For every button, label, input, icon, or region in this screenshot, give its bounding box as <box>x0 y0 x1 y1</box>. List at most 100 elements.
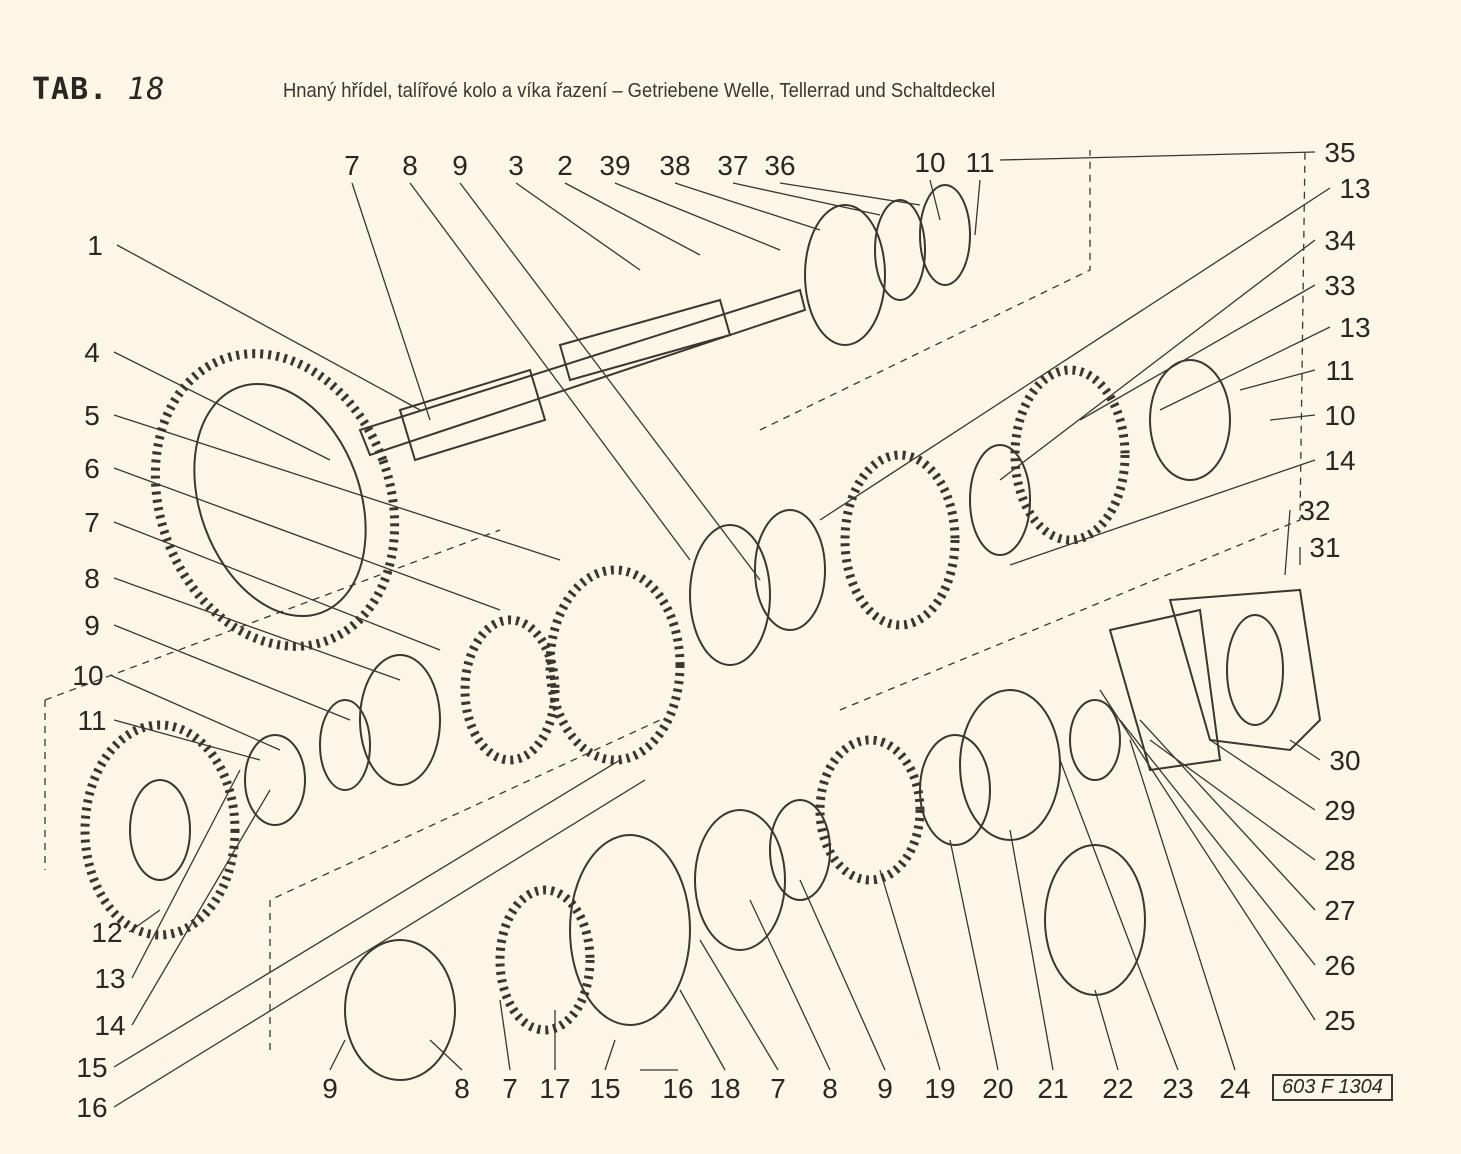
callout-38: 38 <box>659 150 690 181</box>
leader-line-30 <box>1289 739 1321 761</box>
callout-19: 19 <box>924 1073 955 1104</box>
leader-line-21 <box>1009 829 1054 1071</box>
leader-line-7 <box>113 521 441 651</box>
driven-shaft <box>358 288 807 462</box>
leader-line-27 <box>1139 719 1316 911</box>
callout-23: 23 <box>1162 1073 1193 1104</box>
callout-10: 10 <box>72 660 103 691</box>
leader-line-13 <box>819 187 1331 521</box>
leader-line-9 <box>799 879 886 1071</box>
leader-line-32 <box>1284 509 1291 576</box>
callout-11: 11 <box>965 147 994 178</box>
leader-line-34 <box>999 239 1316 481</box>
callout-24: 24 <box>1219 1073 1250 1104</box>
callout-5: 5 <box>84 400 100 431</box>
drawing-code: 603 F 1304 <box>1272 1074 1393 1101</box>
callout-1: 1 <box>87 230 103 261</box>
ring-gear <box>150 349 400 651</box>
callout-9: 9 <box>322 1073 338 1104</box>
callout-9: 9 <box>84 610 100 641</box>
leader-line-3 <box>515 182 641 271</box>
callout-8: 8 <box>822 1073 838 1104</box>
leader-line-37 <box>732 182 881 216</box>
callout-29: 29 <box>1324 795 1355 826</box>
callout-10: 10 <box>914 147 945 178</box>
callout-12: 12 <box>91 917 122 948</box>
leader-line-9 <box>459 182 761 581</box>
leader-line-4 <box>113 351 331 461</box>
callout-25: 25 <box>1324 1005 1355 1036</box>
leader-line-36 <box>779 182 921 206</box>
callout-7: 7 <box>84 507 100 538</box>
leader-line-7 <box>699 939 779 1071</box>
callout-33: 33 <box>1324 270 1355 301</box>
callout-30: 30 <box>1329 745 1360 776</box>
callout-8: 8 <box>454 1073 470 1104</box>
callout-35: 35 <box>1324 137 1355 168</box>
leader-line-8 <box>749 899 831 1071</box>
leader-line-35 <box>999 151 1316 161</box>
shift-cover <box>1108 588 1322 772</box>
leader-line-8 <box>409 182 691 561</box>
leader-line-9 <box>113 624 351 721</box>
table-number: TAB. 18 <box>32 72 166 107</box>
callout-14: 14 <box>1324 445 1355 476</box>
leader-line-7 <box>351 182 431 421</box>
callout-34: 34 <box>1324 225 1355 256</box>
callout-27: 27 <box>1324 895 1355 926</box>
leader-line-5 <box>113 414 561 561</box>
callout-13: 13 <box>1339 312 1370 343</box>
leader-line-38 <box>674 182 821 231</box>
callout-3: 3 <box>508 150 524 181</box>
callout-15: 15 <box>76 1052 107 1083</box>
callout-7: 7 <box>502 1073 518 1104</box>
callout-14: 14 <box>94 1010 125 1041</box>
callout-37: 37 <box>717 150 748 181</box>
leader-line-12 <box>128 909 161 933</box>
callout-13: 13 <box>94 963 125 994</box>
callout-9: 9 <box>452 150 468 181</box>
leader-line-7 <box>499 999 511 1071</box>
callout-8: 8 <box>84 563 100 594</box>
leader-line-10 <box>109 674 281 751</box>
leader-line-16 <box>113 779 646 1108</box>
callout-31: 31 <box>1309 532 1340 563</box>
leader-line-20 <box>949 839 999 1071</box>
callout-28: 28 <box>1324 845 1355 876</box>
callout-16: 16 <box>76 1092 107 1123</box>
callout-39: 39 <box>599 150 630 181</box>
leader-line-39 <box>614 182 781 251</box>
leader-lines <box>109 151 1331 1108</box>
leader-line-23 <box>1059 759 1179 1071</box>
callout-20: 20 <box>982 1073 1013 1104</box>
callout-32: 32 <box>1299 495 1330 526</box>
leader-line-19 <box>879 869 941 1071</box>
leader-line-13 <box>131 769 241 979</box>
callout-21: 21 <box>1037 1073 1068 1104</box>
leader-line-2 <box>564 182 701 256</box>
upper-bearing <box>804 184 971 346</box>
callout-4: 4 <box>84 337 100 368</box>
leader-line-22 <box>1094 989 1119 1071</box>
callout-2: 2 <box>557 150 573 181</box>
leader-line-11 <box>974 179 981 236</box>
leader-line-33 <box>1079 284 1316 421</box>
leader-line-1 <box>116 244 421 411</box>
leader-line-24 <box>1129 739 1236 1071</box>
leader-line-9 <box>329 1039 346 1071</box>
callout-6: 6 <box>84 453 100 484</box>
leader-line-15 <box>604 1039 616 1071</box>
leader-line-11 <box>113 719 261 761</box>
leader-line-10 <box>929 179 941 221</box>
callout-8: 8 <box>402 150 418 181</box>
leader-line-8 <box>113 577 401 681</box>
leader-line-8 <box>429 1039 463 1071</box>
callout-10: 10 <box>1324 400 1355 431</box>
upper-gear-train <box>80 359 1231 940</box>
assembly-dashed-boundaries <box>44 149 1306 1050</box>
callout-22: 22 <box>1102 1073 1133 1104</box>
callout-11: 11 <box>77 705 106 736</box>
callout-18: 18 <box>709 1073 740 1104</box>
